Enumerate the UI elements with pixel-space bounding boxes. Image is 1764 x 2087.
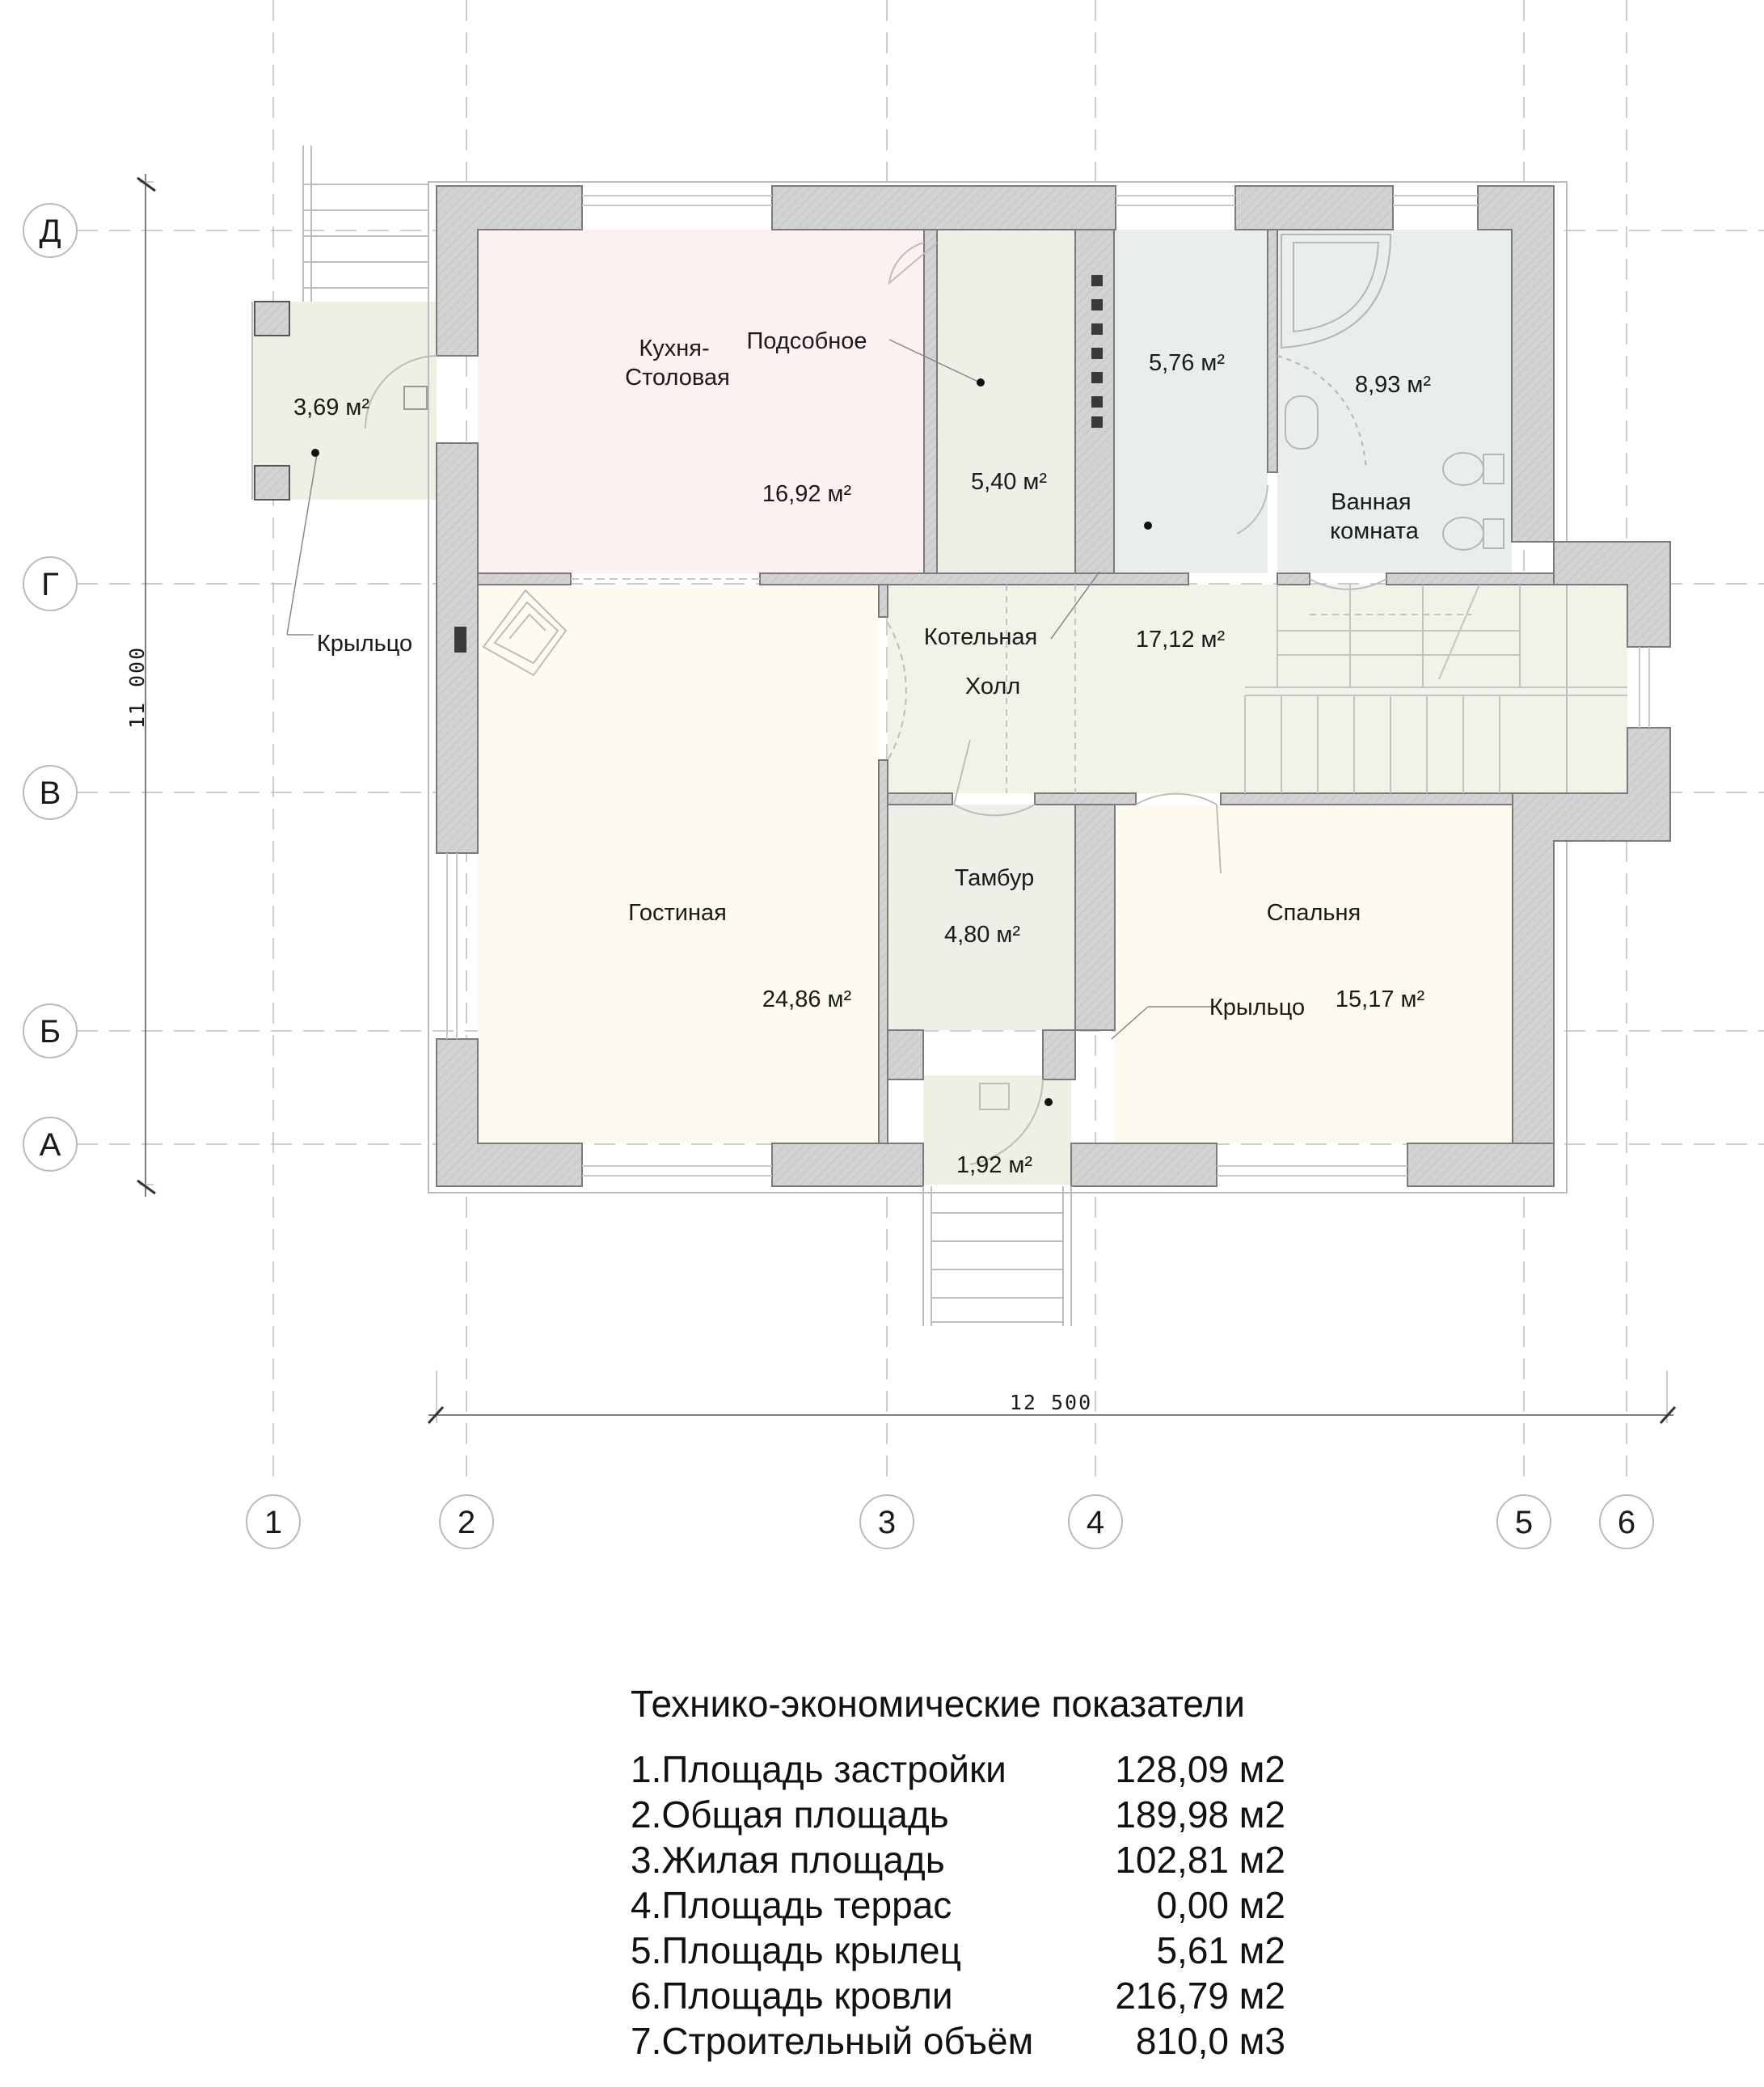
porch-left-name: Крыльцо (317, 631, 412, 657)
room-dots (311, 378, 1152, 1106)
utility-name: Подсобное (746, 328, 867, 354)
room-living (478, 585, 879, 1143)
kitchen-area: 16,92 м² (762, 481, 852, 507)
axis-number-5: 5 (1515, 1505, 1533, 1540)
boiler-name: Котельная (924, 624, 1037, 650)
hall-area: 17,12 м² (1136, 627, 1226, 653)
dim-vertical-label: 11 000 (125, 646, 149, 729)
posts (454, 275, 1103, 653)
bath-fixtures (1277, 234, 1504, 551)
axis-bubbles-numbers: 1 2 3 4 5 6 (246, 1494, 1654, 1549)
axis-number-1: 1 (264, 1505, 282, 1540)
indicator-value: 0,00 м2 (1156, 1884, 1285, 1926)
indicator-row: 6.Площадь кровли 216,79 м2 (631, 1973, 1285, 2018)
fireplace (482, 589, 568, 677)
bath-area: 8,93 м² (1355, 372, 1431, 398)
indicators-table: Технико-экономические показатели 1.Площа… (631, 1682, 1285, 2064)
floor-plan: 11 000 12 500 Д Г В Б А 1 2 3 4 5 6 Кухн… (23, 0, 1764, 1549)
walls (436, 185, 1671, 1187)
axis-letter-d: Д (39, 213, 61, 249)
porch-left-area: 3,69 м² (293, 395, 369, 420)
bath-name-line2: комната (1330, 518, 1420, 544)
room-wc (1114, 230, 1268, 573)
kitchen-name: Кухня- Столовая (625, 336, 730, 391)
kitchen-name-line1: Кухня- (639, 336, 709, 361)
axis-number-2: 2 (458, 1505, 475, 1540)
axis-number-6: 6 (1618, 1505, 1635, 1540)
living-name: Гостиная (628, 900, 727, 926)
axis-letter-a: А (40, 1127, 61, 1163)
axis-bubbles-letters: Д Г В Б А (23, 203, 78, 1172)
indicators-title: Технико-экономические показатели (631, 1683, 1245, 1725)
indicator-value: 216,79 м2 (1115, 1975, 1285, 2017)
room-hall (888, 585, 1627, 793)
indicator-name: 2.Общая площадь (631, 1793, 949, 1836)
bath-name: Ванная комната (1330, 489, 1420, 544)
indicator-row: 4.Площадь террас 0,00 м2 (631, 1882, 1285, 1928)
indicator-name: 6.Площадь кровли (631, 1975, 953, 2017)
kitchen-name-line2: Столовая (625, 365, 730, 391)
dim-horizontal-label: 12 500 (1010, 1391, 1092, 1414)
bedroom-name: Спальня (1267, 900, 1361, 926)
room-kitchen (478, 230, 924, 573)
hall-name: Холл (965, 674, 1020, 699)
windows (446, 195, 1650, 1177)
indicator-row: 5.Площадь крылец 5,61 м2 (631, 1928, 1285, 1973)
porch-front-stairs (922, 1079, 1072, 1326)
living-area: 24,86 м² (762, 986, 852, 1012)
porch-left-structure (251, 146, 437, 501)
indicator-value: 189,98 м2 (1115, 1793, 1285, 1836)
room-utility (937, 230, 1075, 573)
bedroom-area: 15,17 м² (1336, 986, 1425, 1012)
indicator-value: 102,81 м2 (1115, 1839, 1285, 1881)
porch-front-name: Крыльцо (1209, 995, 1305, 1020)
room-bath (1277, 230, 1512, 573)
axis-letter-v: В (40, 775, 61, 811)
axis-letter-b: Б (40, 1014, 61, 1050)
axis-letter-g: Г (41, 567, 59, 602)
indicator-row: 1.Площадь застройки 128,09 м2 (631, 1747, 1285, 1792)
indicator-name: 5.Площадь крылец (631, 1929, 961, 1971)
vestibule-name: Тамбур (955, 865, 1034, 891)
indicator-value: 810,0 м3 (1135, 2020, 1285, 2062)
indicator-name: 4.Площадь террас (631, 1884, 952, 1926)
indicator-row: 7.Строительный объём 810,0 м3 (631, 2018, 1285, 2064)
indicator-name: 1.Площадь застройки (631, 1748, 1006, 1790)
indicator-name: 3.Жилая площадь (631, 1839, 945, 1881)
door-swings (887, 242, 1387, 874)
indicator-value: 5,61 м2 (1156, 1929, 1285, 1971)
porch-front (923, 1075, 1071, 1185)
bath-name-line1: Ванная (1331, 489, 1411, 515)
dimension-lines (137, 174, 1677, 1425)
indicator-row: 3.Жилая площадь 102,81 м2 (631, 1837, 1285, 1882)
room-labels: Кухня- Столовая 16,92 м² Подсобное 5,40 … (293, 328, 1431, 1178)
room-vestibule (888, 805, 1075, 1030)
room-floors (252, 230, 1627, 1185)
room-bedroom (1115, 805, 1513, 1143)
utility-area: 5,40 м² (971, 469, 1047, 495)
porch-front-area: 1,92 м² (956, 1152, 1032, 1178)
axis-number-4: 4 (1087, 1505, 1104, 1540)
indicator-row: 2.Общая площадь 189,98 м2 (631, 1792, 1285, 1837)
axis-number-3: 3 (878, 1505, 896, 1540)
leaders (286, 339, 1213, 1040)
vestibule-area: 4,80 м² (944, 922, 1020, 948)
hall-stairs (1006, 584, 1627, 793)
indicator-value: 128,09 м2 (1115, 1748, 1285, 1790)
wc-area: 5,76 м² (1149, 350, 1225, 376)
indicator-name: 7.Строительный объём (631, 2020, 1034, 2062)
